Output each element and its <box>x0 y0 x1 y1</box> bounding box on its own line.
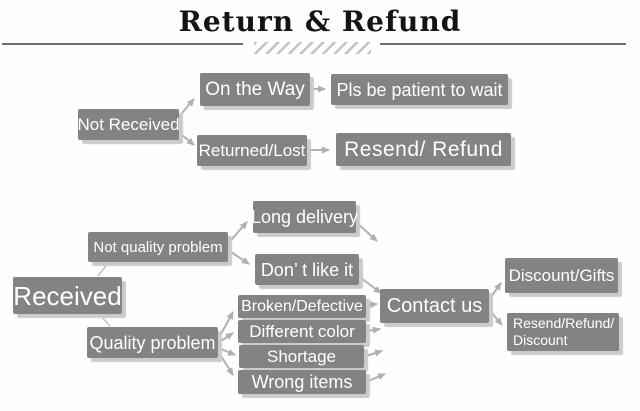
arrow-not-received-to-returned-lost <box>181 134 195 146</box>
node-resend-refund: Resend/ Refund <box>336 133 511 166</box>
page-title: Return & Refund <box>178 5 462 38</box>
node-received: Received <box>13 277 122 314</box>
node-quality-problem: Quality problem <box>87 327 218 358</box>
arrow-broken-to-contact-us <box>367 301 378 309</box>
node-resend-refund-discount: Resend/Refund/ Discount <box>507 313 619 351</box>
arrow-dont-like-to-contact-us <box>360 277 382 294</box>
node-returned-lost: Returned/Lost <box>197 135 307 166</box>
arrow-quality-to-wrong <box>220 355 234 376</box>
node-dont-like-it: Don’ t like it <box>255 254 359 285</box>
line-received-to-quality <box>99 314 111 327</box>
node-on-the-way: On the Way <box>200 73 310 106</box>
node-not-received: Not Received <box>77 109 180 140</box>
arrow-contact-us-to-discount-gifts <box>490 282 502 298</box>
arrow-not-quality-to-long-delivery <box>230 221 248 241</box>
node-wrong-items: Wrong items <box>238 370 366 394</box>
node-shortage: Shortage <box>239 345 364 368</box>
arrow-shortage-to-contact-us <box>365 349 383 357</box>
arrow-quality-to-broken <box>220 311 234 335</box>
arrow-contact-us-to-resend-refund-discount <box>490 311 503 326</box>
line-received-to-not-quality <box>97 262 109 277</box>
divider-line-right <box>380 43 626 45</box>
node-long-delivery: Long delivery <box>251 201 358 233</box>
node-not-quality-problem: Not quality problem <box>88 232 228 262</box>
node-different-color: Different color <box>238 320 366 343</box>
node-resend-refund-discount-line2: Discount <box>513 332 568 348</box>
node-discount-gifts: Discount/Gifts <box>505 258 618 293</box>
arrow-wrong-to-contact-us <box>367 373 386 382</box>
node-contact-us: Contact us <box>380 289 489 323</box>
node-broken-defective: Broken/Defective <box>238 295 366 318</box>
arrow-different-to-contact-us <box>367 326 381 334</box>
node-resend-refund-discount-line1: Resend/Refund/ <box>513 314 615 331</box>
divider-line-left <box>2 43 243 45</box>
arrow-long-delivery-to-contact-us <box>357 223 378 242</box>
arrow-not-received-to-on-the-way <box>181 98 195 114</box>
node-pls-be-patient: Pls be patient to wait <box>331 74 508 105</box>
arrow-quality-to-different <box>220 332 234 342</box>
arrow-not-quality-to-dont-like <box>230 251 250 265</box>
hatch-stripes-decoration <box>254 42 371 54</box>
arrow-quality-to-shortage <box>220 348 236 356</box>
